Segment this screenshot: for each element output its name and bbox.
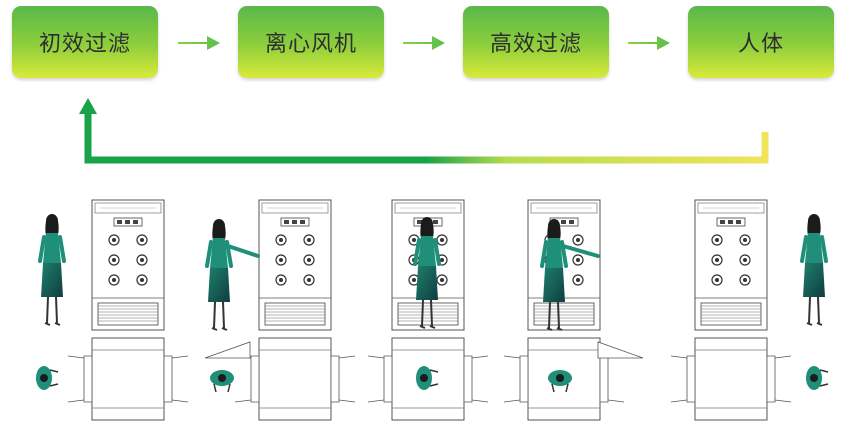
plan-view-1 [67,337,189,421]
step-label: 高效过滤 [489,32,582,57]
person-at-panel-2 [540,217,600,332]
open-door-2 [204,341,251,359]
open-door-4 [597,341,644,359]
person-at-panel [205,217,260,332]
step-pre-filter: 初效过滤 [12,6,158,78]
cabinet-2 [258,199,332,331]
flow-arrow-1 [178,36,220,50]
cabinet-5 [694,199,768,331]
plan-person-1 [35,365,59,391]
step-hepa-filter: 高效过滤 [463,6,609,78]
flow-arrow-3 [628,36,670,50]
step-centrifugal-fan: 离心风机 [238,6,384,78]
step-label: 离心风机 [264,32,357,57]
step-label: 人体 [737,32,784,57]
flow-arrow-2 [403,36,445,50]
plan-view-5 [670,337,792,421]
step-human-body: 人体 [688,6,834,78]
step-label: 初效过滤 [38,32,131,57]
person-after-exit [800,212,828,327]
return-arrow [79,98,769,164]
plan-person-2 [209,369,235,393]
plan-view-2 [234,337,356,421]
person-before-entry [38,212,66,327]
cabinet-1 [91,199,165,331]
plan-person-5 [805,365,829,391]
